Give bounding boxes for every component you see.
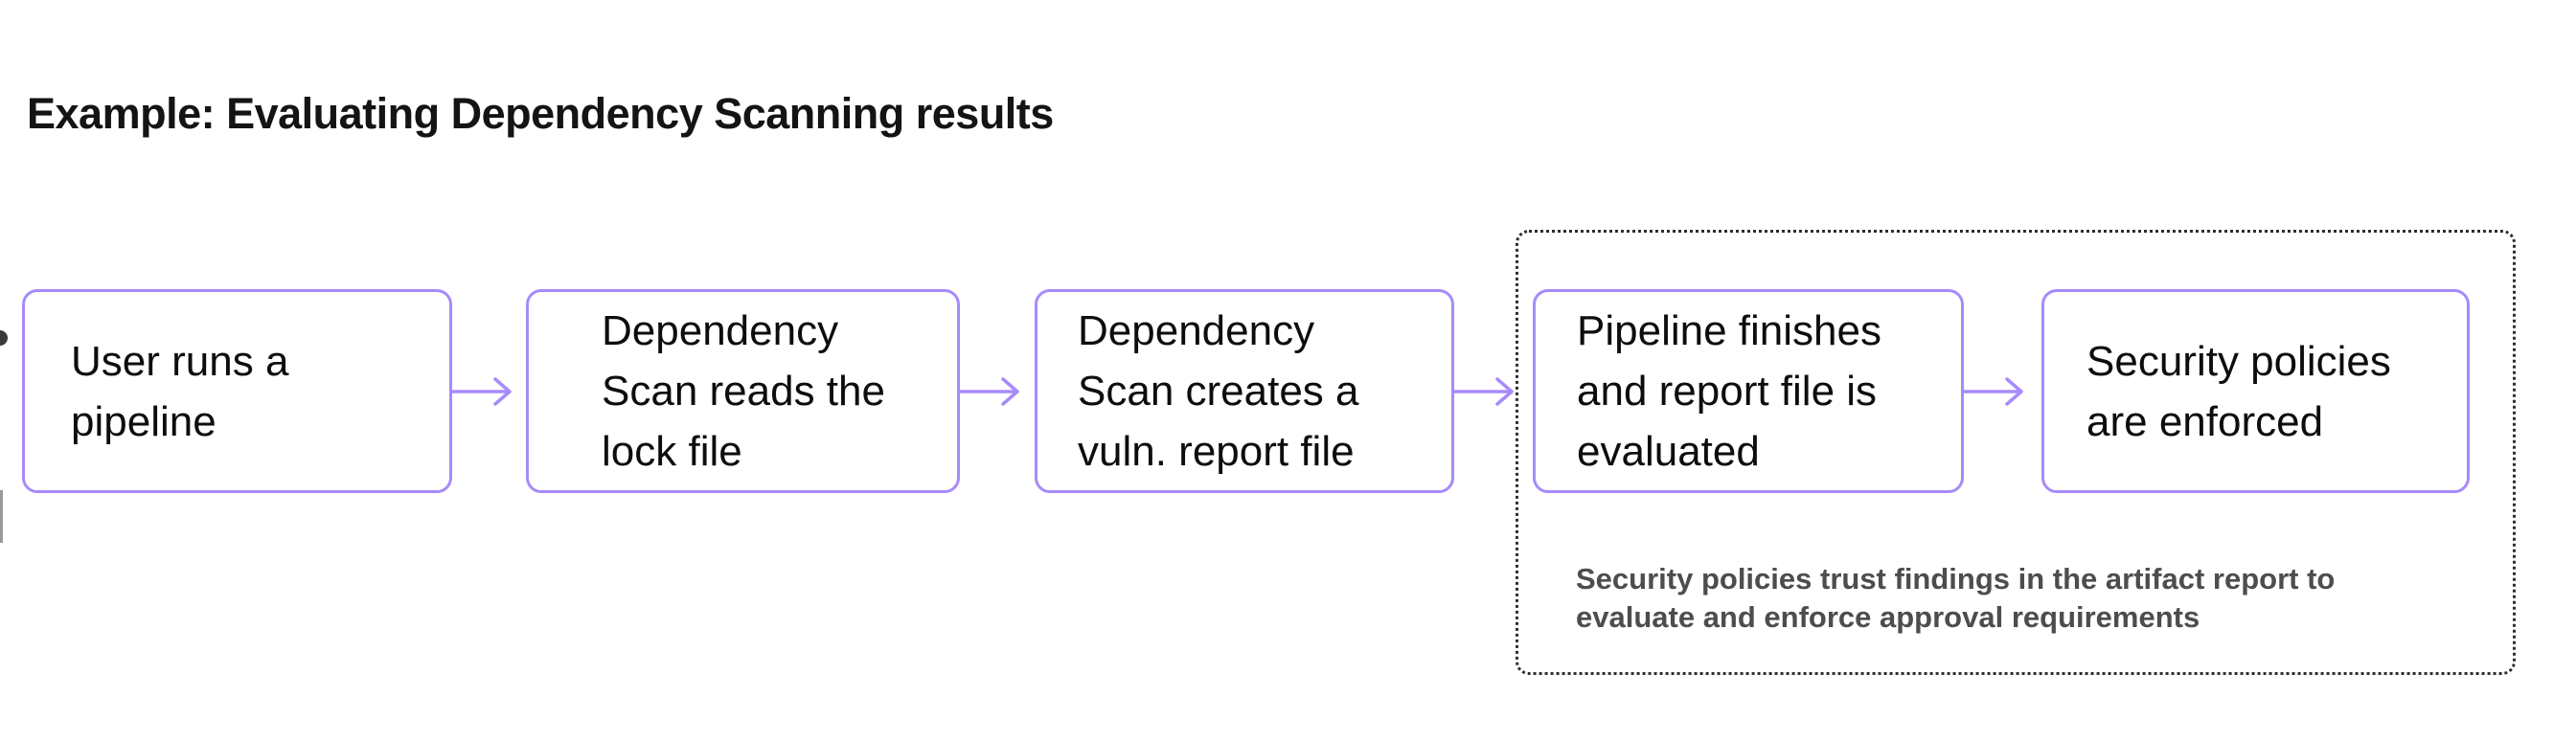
flow-step-scan-creates-report: Dependency Scan creates a vuln. report f… [1035, 289, 1454, 493]
flow-step-pipeline-finishes-evaluated: Pipeline finishes and report file is eva… [1533, 289, 1964, 493]
flow-step-policies-enforced: Security policies are enforced [2041, 289, 2470, 493]
flow-arrow-icon [960, 377, 1019, 406]
policy-evaluation-annotation: Security policies trust findings in the … [1576, 560, 2335, 637]
flow-arrow-icon [452, 377, 512, 406]
flow-step-text-line: Scan creates a [1078, 368, 1359, 415]
flow-step-text-line: Security policies [2086, 337, 2391, 385]
flow-step-text-line: Dependency [602, 307, 839, 354]
flow-step-text-line: and report file is [1577, 368, 1878, 415]
flow-step-text-line: Scan reads the [602, 368, 885, 415]
flow-step-text-line: Pipeline finishes [1577, 307, 1881, 354]
clipped-edge-dot [0, 330, 8, 346]
flow-step-user-runs-pipeline: User runs a pipeline [22, 289, 452, 493]
diagram-title: Example: Evaluating Dependency Scanning … [27, 89, 1054, 138]
flow-step-text-line: evaluated [1577, 428, 1760, 475]
policy-evaluation-group-outline [1516, 230, 2516, 675]
flow-step-text-line: lock file [602, 428, 742, 475]
flow-step-scan-reads-lock-file: Dependency Scan reads the lock file [526, 289, 960, 493]
flow-step-text-line: Dependency [1078, 307, 1315, 354]
clipped-edge-line [0, 490, 3, 543]
flow-arrow-icon [1454, 377, 1514, 406]
annotation-text-line: evaluate and enforce approval requiremen… [1576, 600, 2200, 634]
flow-arrow-icon [1964, 377, 2023, 406]
flow-step-text-line: are enforced [2086, 397, 2324, 445]
annotation-text-line: Security policies trust findings in the … [1576, 562, 2336, 596]
flow-step-text-line: User runs a [71, 337, 289, 385]
flow-step-text-line: pipeline [71, 397, 217, 445]
flow-step-text-line: vuln. report file [1078, 428, 1355, 475]
